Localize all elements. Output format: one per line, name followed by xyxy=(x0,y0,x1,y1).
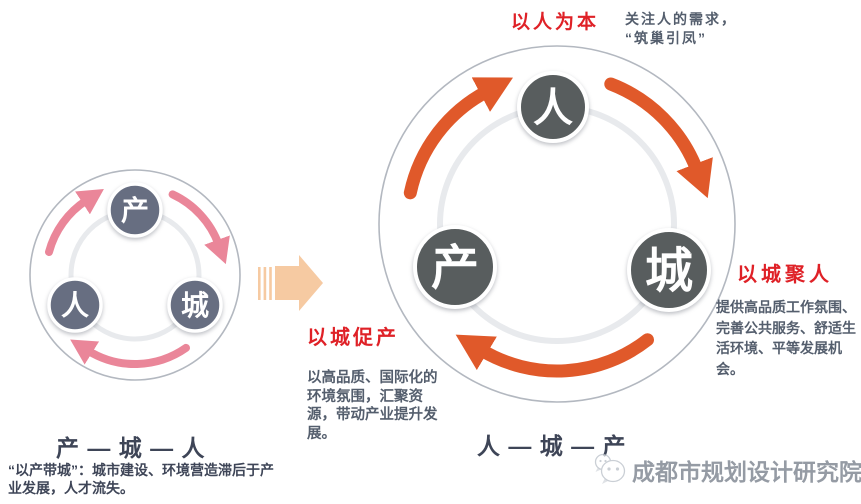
small-node-city: 城 xyxy=(167,277,223,333)
orange-arrow-left-icon xyxy=(403,77,513,200)
pink-arrow-right-icon xyxy=(168,190,230,265)
small-node-industry-label: 产 xyxy=(121,195,149,226)
transform-arrow-icon xyxy=(258,255,323,311)
note-people-oriented: 关注人的需求， “筑巢引凤” xyxy=(625,11,737,46)
note-city-boosts-industry: 以高品质、国际化的环境氛围，汇聚资源，带动产业提升发展。 xyxy=(307,370,438,442)
small-cycle-arrows xyxy=(45,188,230,368)
wechat-logo-icon xyxy=(594,453,626,484)
small-diagram-title: 产 — 城 — 人 xyxy=(56,435,206,461)
small-cycle-diagram: 产 人 城 xyxy=(29,169,241,381)
big-node-people-label: 人 xyxy=(533,87,573,131)
big-outer-circle xyxy=(378,45,736,403)
small-node-people-label: 人 xyxy=(61,290,89,321)
small-node-city-label: 城 xyxy=(181,290,209,321)
orange-arrow-bottom-icon xyxy=(455,333,654,378)
note-city-gathers-people: 提供高品质工作氛围、完善公共服务、舒适生活环境、平等发展机会。 xyxy=(716,299,856,377)
big-node-city: 城 xyxy=(627,228,711,312)
small-diagram-caption: “以产带城”：城市建设、环境营造滞后于产业发展，人才流失。 xyxy=(8,462,274,496)
heading-people-oriented: 以人为本 xyxy=(511,12,600,33)
big-cycle-diagram: 人 产 城 xyxy=(378,45,736,403)
pink-arrow-bottom-icon xyxy=(70,339,190,368)
heading-city-boosts-industry: 以城促产 xyxy=(307,327,399,349)
big-cycle-arrows xyxy=(403,77,713,378)
big-node-industry: 产 xyxy=(413,225,497,309)
small-node-industry: 产 xyxy=(107,182,163,238)
orange-arrow-right-icon xyxy=(604,77,713,199)
heading-city-gathers-people: 以城聚人 xyxy=(737,264,833,286)
watermark-source-name: 成都市规划设计研究院 xyxy=(632,459,861,485)
watermark: 成都市规划设计研究院 xyxy=(594,452,861,488)
pink-arrow-left-icon xyxy=(45,188,104,256)
big-node-industry-label: 产 xyxy=(431,242,479,295)
big-node-city-label: 城 xyxy=(645,245,693,298)
small-node-people: 人 xyxy=(47,277,103,333)
big-node-people: 人 xyxy=(517,71,589,143)
